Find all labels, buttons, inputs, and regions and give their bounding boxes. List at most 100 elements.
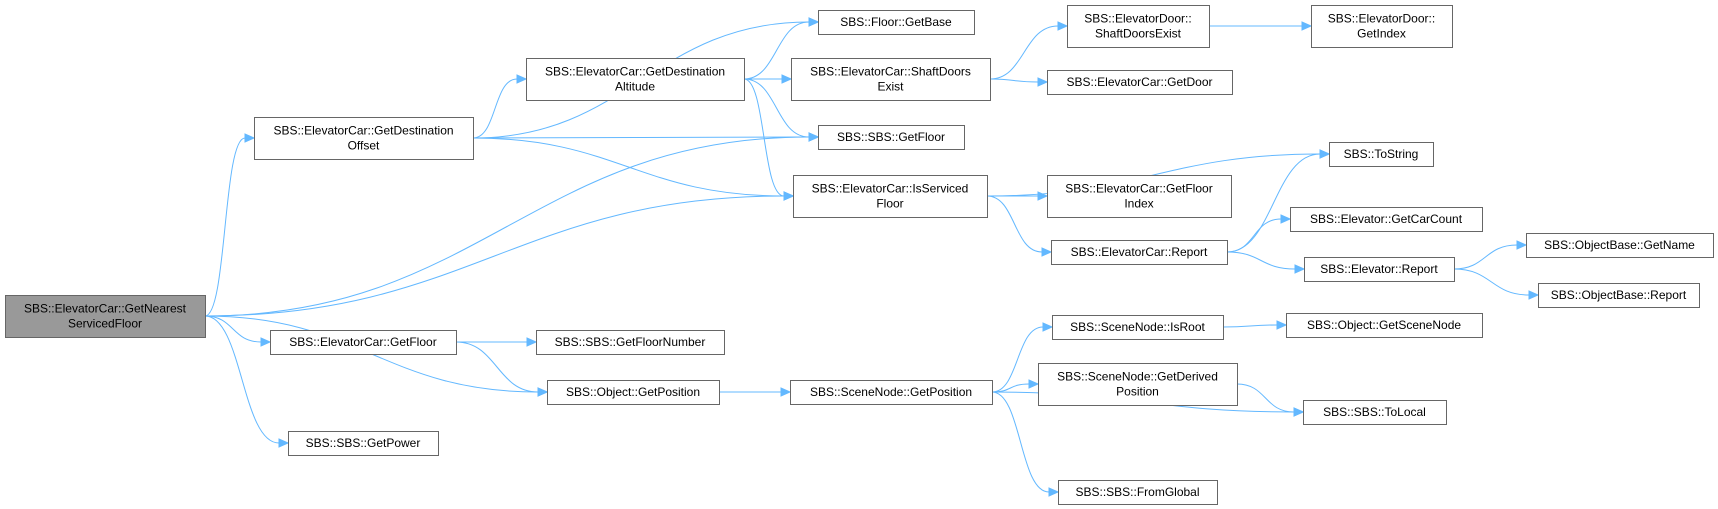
arrowhead (1319, 149, 1331, 159)
node-from-global[interactable]: SBS::SBS::FromGlobal (1058, 480, 1218, 505)
node-box (1047, 70, 1233, 95)
node-get-floor-number[interactable]: SBS::SBS::GetFloorNumber (536, 330, 725, 355)
node-label: SBS::SBS::FromGlobal (1075, 485, 1199, 499)
edge-get-derived-to-to-local (1236, 383, 1295, 413)
node-box (536, 330, 725, 355)
node-get-door[interactable]: SBS::ElevatorCar::GetDoor (1047, 70, 1233, 95)
node-box (1047, 175, 1232, 218)
edge-get-dest-offset-to-get-dest-alt (472, 78, 518, 139)
arrowhead (278, 438, 290, 448)
node-label: SBS::ElevatorCar::GetDestination (273, 124, 453, 138)
node-label: SBS::ObjectBase::Report (1551, 288, 1687, 302)
node-box (1329, 142, 1434, 167)
node-label: SBS::ElevatorCar::ShaftDoors (810, 65, 971, 79)
edge-get-dest-offset-to-is-serviced (472, 137, 785, 197)
edge-is-serviced-to-car-report (986, 195, 1043, 253)
node-get-floor-car[interactable]: SBS::ElevatorCar::GetFloor (270, 330, 457, 355)
node-box (288, 431, 439, 456)
node-obj-base-get-name[interactable]: SBS::ObjectBase::GetName (1526, 233, 1714, 258)
arrowhead (781, 74, 793, 84)
node-sbs-get-floor[interactable]: SBS::SBS::GetFloor (818, 125, 965, 150)
edge-root-to-get-power (204, 315, 280, 444)
node-label: SBS::ElevatorCar::GetNearest (24, 302, 187, 316)
arrowhead (1041, 247, 1053, 257)
node-is-root[interactable]: SBS::SceneNode::IsRoot (1052, 315, 1224, 340)
arrowhead (783, 191, 795, 201)
node-label: Floor (876, 197, 903, 211)
edge-get-dest-alt-to-floor-get-base (743, 21, 810, 80)
nodes-layer: SBS::ElevatorCar::GetNearestServicedFloo… (5, 5, 1714, 505)
edge-scene-get-position-to-from-global (991, 391, 1050, 493)
edge-scene-get-position-to-is-root (991, 326, 1044, 393)
node-box (1286, 313, 1483, 338)
node-label: SBS::Object::GetSceneNode (1307, 318, 1461, 332)
node-box (1067, 5, 1210, 48)
node-label: SBS::ElevatorCar::GetDoor (1066, 75, 1212, 89)
edge-root-to-is-serviced (204, 195, 785, 317)
arrowhead (1276, 320, 1288, 330)
edge-root-to-get-floor-car (204, 315, 262, 343)
node-label: ShaftDoorsExist (1095, 27, 1182, 41)
node-to-string[interactable]: SBS::ToString (1329, 142, 1434, 167)
node-label: Offset (348, 139, 380, 153)
node-box (1051, 240, 1228, 265)
edge-elev-report-to-obj-base-report (1453, 268, 1530, 296)
node-box (1290, 207, 1483, 232)
node-scene-get-position[interactable]: SBS::SceneNode::GetPosition (790, 380, 993, 405)
node-label: SBS::ObjectBase::GetName (1544, 238, 1695, 252)
node-car-report[interactable]: SBS::ElevatorCar::Report (1051, 240, 1228, 265)
node-label: SBS::ElevatorCar::GetDestination (545, 65, 725, 79)
node-obj-base-report[interactable]: SBS::ObjectBase::Report (1538, 283, 1700, 308)
node-label: SBS::SceneNode::GetDerived (1057, 370, 1218, 384)
node-root[interactable]: SBS::ElevatorCar::GetNearestServicedFloo… (5, 295, 206, 338)
node-label: SBS::SBS::GetFloor (837, 130, 945, 144)
node-label: SBS::ElevatorCar::Report (1071, 245, 1208, 259)
arrowhead (516, 74, 528, 84)
node-box (793, 175, 988, 218)
arrowhead (1294, 264, 1306, 274)
edge-elev-report-to-obj-base-get-name (1453, 244, 1518, 270)
node-door-get-index[interactable]: SBS::ElevatorDoor::GetIndex (1311, 5, 1453, 48)
node-to-local[interactable]: SBS::SBS::ToLocal (1303, 400, 1447, 425)
arrowhead (1042, 322, 1054, 332)
node-get-car-count[interactable]: SBS::Elevator::GetCarCount (1290, 207, 1483, 232)
node-shaft-doors-exist-car[interactable]: SBS::ElevatorCar::ShaftDoorsExist (791, 58, 991, 101)
node-door-shaft-doors-exist[interactable]: SBS::ElevatorDoor::ShaftDoorsExist (1067, 5, 1210, 48)
arrowhead (808, 132, 820, 142)
node-label: Exist (877, 80, 904, 94)
node-elev-report[interactable]: SBS::Elevator::Report (1304, 257, 1455, 282)
edge-get-dest-alt-to-is-serviced (743, 78, 785, 197)
node-box (1052, 315, 1224, 340)
node-obj-get-position[interactable]: SBS::Object::GetPosition (547, 380, 720, 405)
node-box (1058, 480, 1218, 505)
node-label: Position (1116, 385, 1159, 399)
node-label: SBS::Elevator::Report (1320, 262, 1438, 276)
arrowhead (1037, 77, 1049, 87)
arrowhead (1516, 240, 1528, 250)
node-box (818, 10, 975, 35)
arrowhead (1057, 21, 1069, 31)
edge-is-root-to-obj-get-scene-node (1222, 324, 1278, 328)
node-get-power[interactable]: SBS::SBS::GetPower (288, 431, 439, 456)
node-label: SBS::SceneNode::GetPosition (810, 385, 972, 399)
node-box (790, 380, 993, 405)
edge-root-to-get-dest-offset (204, 137, 246, 317)
arrowhead (1048, 487, 1060, 497)
node-label: SBS::Elevator::GetCarCount (1310, 212, 1463, 226)
arrowhead (260, 337, 272, 347)
node-box (270, 330, 457, 355)
node-obj-get-scene-node[interactable]: SBS::Object::GetSceneNode (1286, 313, 1483, 338)
node-box (526, 58, 745, 101)
node-box (1038, 363, 1238, 406)
node-label: SBS::Floor::GetBase (840, 15, 952, 29)
node-label: SBS::ElevatorDoor:: (1084, 12, 1191, 26)
node-floor-get-base[interactable]: SBS::Floor::GetBase (818, 10, 975, 35)
node-label: SBS::ToString (1344, 147, 1419, 161)
node-box (547, 380, 720, 405)
